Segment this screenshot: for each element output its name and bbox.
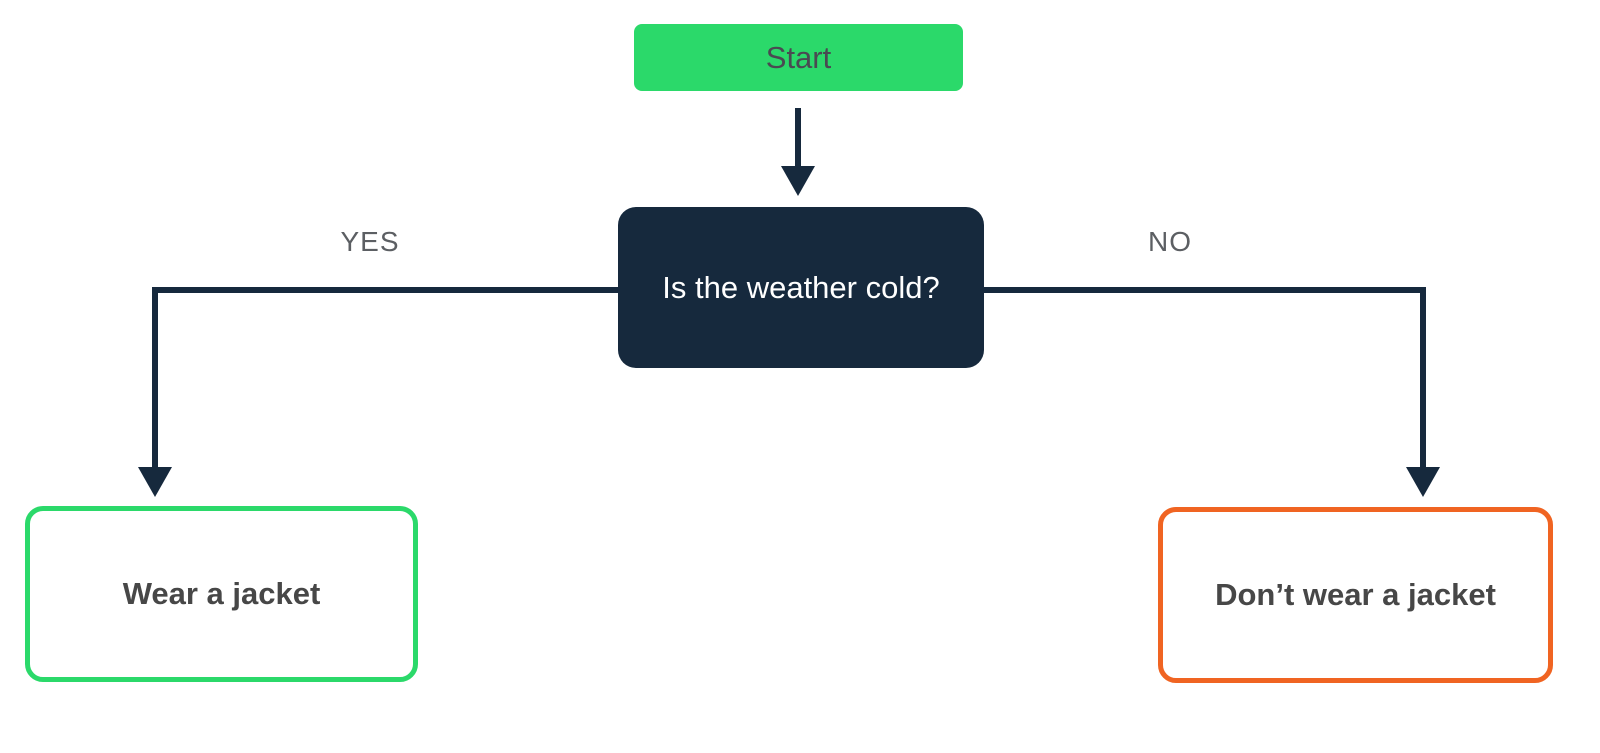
yes-connector-horizontal: [152, 287, 618, 293]
edge-label-yes: YES: [340, 226, 400, 257]
decision-node-label: Is the weather cold?: [662, 269, 940, 305]
no-connector-horizontal: [984, 287, 1426, 293]
result-node-dont-wear-jacket: Don’t wear a jacket: [1158, 507, 1553, 683]
edge-label-no: NO: [1148, 226, 1192, 257]
no-connector-vertical: [1420, 287, 1426, 469]
result-node-wear-jacket-label: Wear a jacket: [122, 576, 321, 611]
start-to-decision-connector: [795, 108, 801, 166]
arrow-down-icon: [781, 166, 815, 196]
yes-connector-vertical: [152, 287, 158, 469]
start-node-label: Start: [765, 39, 832, 75]
start-node: Start: [634, 24, 963, 91]
arrow-down-icon: [1406, 467, 1440, 497]
decision-node: Is the weather cold?: [618, 207, 984, 368]
arrow-down-icon: [138, 467, 172, 497]
result-node-wear-jacket: Wear a jacket: [25, 506, 418, 682]
result-node-dont-wear-jacket-label: Don’t wear a jacket: [1215, 577, 1496, 612]
